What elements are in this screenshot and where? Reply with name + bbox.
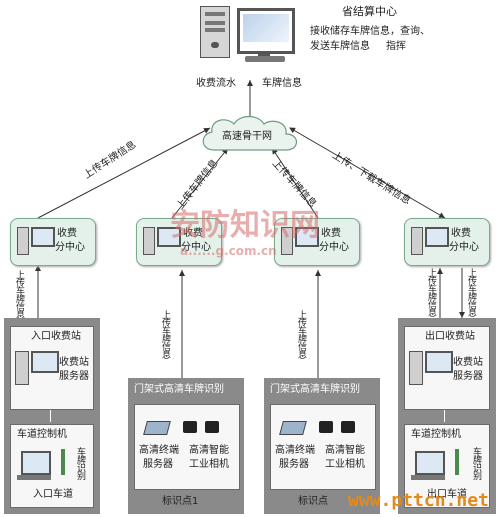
gantry-2-cam-2: 工业相机 (325, 459, 365, 470)
entry-station-title: 入口收费站 (31, 331, 81, 342)
monitor-icon (425, 351, 453, 373)
arrow-fc2-net (171, 147, 229, 219)
monitor-icon (425, 227, 449, 247)
exit-station-box: 出口收费站 收费站 服务器 (404, 326, 490, 410)
fee-center-label-1: 收费 (451, 228, 471, 239)
gantry-2-group: 门架式高清车牌识别 高清终端 服务器 高清智能 工业相机 标识点 (264, 378, 380, 514)
exit-station-group: 出口收费站 收费站 服务器 车道控制机 车牌识别 出口车道 (398, 318, 496, 514)
label-fee-flow: 收费流水 (196, 78, 236, 89)
gantry-2-title: 门架式高清车牌识别 (270, 384, 360, 395)
center-desc-line2: 发送车牌信息 (310, 41, 370, 52)
fee-center-label-2: 分中心 (181, 242, 211, 253)
watermark-sub: a......g.com.cn (180, 244, 277, 258)
server-icon (15, 351, 29, 385)
center-title: 省结算中心 (342, 5, 397, 18)
exit-server-label-1: 收费站 (453, 357, 483, 368)
fee-center-label-1: 收费 (321, 228, 341, 239)
gantry-1-term-1: 高清终端 (139, 445, 179, 456)
gantry-1-point: 标识点1 (162, 496, 199, 507)
vlabel-exit-upload: 上传车牌信息 (426, 268, 436, 316)
fee-center-1: 收费 分中心 (10, 218, 96, 266)
watermark-footer: www.pttcn.net (348, 490, 489, 511)
fee-center-label-2: 分中心 (55, 242, 85, 253)
label-plate-info: 车牌信息 (262, 78, 302, 89)
entry-server-label-1: 收费站 (59, 357, 89, 368)
lane-monitor-icon (415, 451, 445, 475)
lane-monitor-icon (21, 451, 51, 475)
monitor-icon (31, 227, 55, 247)
terminal-server-icon (143, 421, 171, 435)
server-icon (281, 227, 293, 255)
gantry-2-point: 标识点 (298, 496, 328, 507)
exit-plate-vertical: 车牌识别 (471, 447, 481, 479)
gantry-2-term-1: 高清终端 (275, 445, 315, 456)
fee-center-label-2: 分中心 (449, 242, 479, 253)
monitor-stand-icon (258, 51, 270, 56)
gantry-1-box: 高清终端 服务器 高清智能 工业相机 (134, 404, 240, 490)
gantry-2-box: 高清终端 服务器 高清智能 工业相机 (270, 404, 376, 490)
camera-icon (205, 421, 219, 433)
exit-lane-box: 车道控制机 车牌识别 出口车道 (404, 424, 490, 508)
entry-lane-box: 车道控制机 车牌识别 入口车道 (10, 424, 94, 508)
terminal-server-icon (279, 421, 307, 435)
gantry-1-cam-2: 工业相机 (189, 459, 229, 470)
gantry-1-term-2: 服务器 (143, 459, 173, 470)
vlabel-gantry1-upload: 上传车牌信息 (160, 310, 170, 358)
entry-lane-label: 入口车道 (33, 489, 73, 500)
fee-center-2: 收费 分中心 (136, 218, 222, 266)
monitor-icon (295, 227, 319, 247)
gantry-1-cam-1: 高清智能 (189, 445, 229, 456)
gantry-1-group: 门架式高清车牌识别 高清终端 服务器 高清智能 工业相机 标识点1 (128, 378, 244, 514)
exit-lane-title: 车道控制机 (411, 429, 461, 440)
server-tower-icon (200, 6, 230, 58)
entry-lane-title: 车道控制机 (17, 429, 67, 440)
exit-server-label-2: 服务器 (453, 371, 483, 382)
entry-server-label-2: 服务器 (59, 371, 89, 382)
keyboard-icon (245, 56, 285, 62)
camera-pole-icon (455, 449, 459, 475)
entry-link-line (50, 410, 51, 422)
fee-center-3: 收费 分中心 (274, 218, 360, 266)
gantry-2-term-2: 服务器 (279, 459, 309, 470)
entry-station-group: 入口收费站 收费站 服务器 车道控制机 车牌识别 入口车道 (4, 318, 100, 514)
monitor-icon (157, 227, 181, 247)
watermark-main: 安防知识网 (170, 208, 320, 243)
vlabel-gantry2-upload: 上传车牌信息 (296, 310, 306, 358)
entry-station-box: 入口收费站 收费站 服务器 (10, 326, 94, 410)
keyboard-icon (17, 475, 51, 480)
camera-icon (341, 421, 355, 433)
gantry-1-title: 门架式高清车牌识别 (134, 384, 224, 395)
network-label: 高速骨干网 (222, 131, 272, 142)
fee-center-label-2: 分中心 (319, 242, 349, 253)
server-icon (17, 227, 29, 255)
arrow-fc1-net (37, 127, 211, 219)
server-icon (409, 351, 423, 385)
center-desc-line3: 指挥 (386, 41, 406, 52)
exit-link-line (444, 410, 445, 422)
camera-icon (319, 421, 333, 433)
monitor-icon (31, 351, 59, 373)
entry-plate-vertical: 车牌识别 (75, 447, 85, 479)
fee-center-label-1: 收费 (183, 228, 203, 239)
camera-icon (183, 421, 197, 433)
exit-lane-label: 出口车道 (427, 489, 467, 500)
gantry-2-cam-1: 高清智能 (325, 445, 365, 456)
vlabel-entry-upload: 上传车牌信息 (14, 270, 24, 318)
exit-station-title: 出口收费站 (425, 331, 475, 342)
fee-center-4: 收费 分中心 (404, 218, 490, 266)
fee-center-label-1: 收费 (57, 228, 77, 239)
camera-pole-icon (61, 449, 65, 475)
monitor-icon (237, 8, 295, 54)
arrow-net-fc4 (289, 127, 446, 219)
vlabel-exit-download: 上传车牌信息 (466, 268, 476, 316)
server-icon (411, 227, 423, 255)
cloud-icon (202, 115, 298, 151)
server-icon (143, 227, 155, 255)
center-desc-line1: 接收储存车牌信息，查询、 (310, 26, 430, 37)
keyboard-icon (411, 475, 445, 480)
